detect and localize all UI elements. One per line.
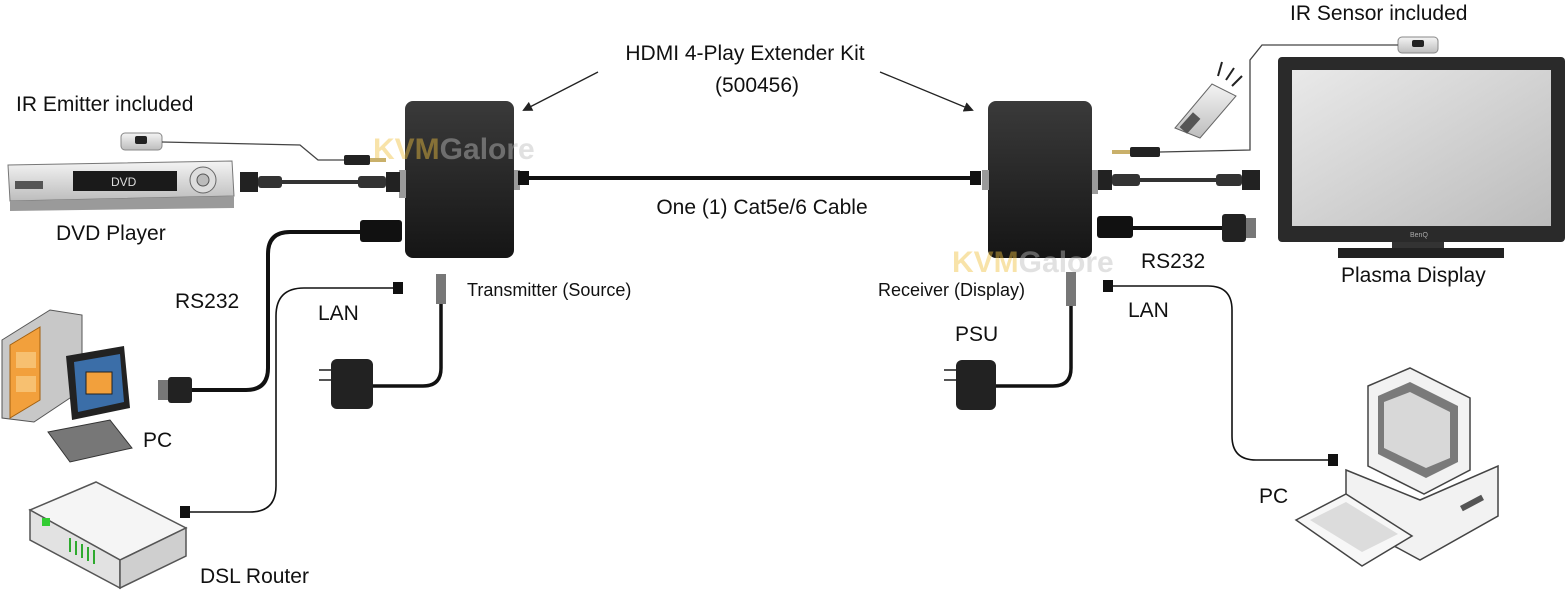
rs232-display-label: RS232 — [1141, 250, 1205, 273]
ir-emitter — [120, 132, 386, 165]
cable-label: One (1) Cat5e/6 Cable — [656, 196, 867, 219]
receiver-label: Receiver (Display) — [878, 280, 1025, 300]
title-arrow-right — [879, 71, 974, 112]
cat5-cable — [518, 171, 981, 185]
transmitter-unit — [399, 101, 520, 258]
diagram-title: HDMI 4-Play Extender Kit — [625, 42, 864, 65]
transmitter-label: Transmitter (Source) — [467, 280, 631, 300]
dsl-router-label: DSL Router — [200, 565, 309, 588]
rs232-source-label: RS232 — [175, 290, 239, 313]
watermark-right: KVMGalore — [952, 246, 1114, 279]
title-arrow-left — [522, 71, 599, 111]
psu-display-label: PSU — [955, 323, 998, 346]
dsl-router — [28, 481, 188, 590]
rs232-cable-display — [1097, 214, 1256, 242]
pc-display-label: PC — [1259, 485, 1288, 508]
plasma-display-label: Plasma Display — [1341, 264, 1486, 287]
tv-brand: BenQ — [1410, 232, 1428, 239]
pc-display — [1294, 367, 1499, 567]
lan-display-label: LAN — [1128, 299, 1169, 322]
dvd-player-label: DVD Player — [56, 222, 166, 245]
dvd-player: DVD — [7, 160, 235, 211]
hdmi-cable-source — [240, 172, 400, 192]
ir-sensor — [1112, 36, 1439, 157]
psu-display — [944, 272, 1076, 410]
part-number: (500456) — [715, 74, 799, 97]
dvd-display-text: DVD — [111, 175, 137, 189]
lan-source-label: LAN — [318, 302, 359, 325]
lan-cable-display — [1103, 280, 1338, 466]
ir-emitter-label: IR Emitter included — [16, 93, 193, 116]
pc-source-label: PC — [143, 429, 172, 452]
hdmi-cable-display — [1098, 170, 1260, 190]
receiver-unit — [982, 101, 1098, 258]
rs232-cable-source — [158, 220, 402, 403]
watermark-left: KVMGalore — [373, 133, 535, 166]
remote-control — [1174, 61, 1243, 139]
lan-cable-source — [180, 282, 403, 518]
plasma-display: BenQ — [1278, 57, 1565, 258]
pc-source — [1, 309, 133, 463]
psu-source — [319, 274, 446, 409]
ir-sensor-label: IR Sensor included — [1290, 2, 1467, 25]
